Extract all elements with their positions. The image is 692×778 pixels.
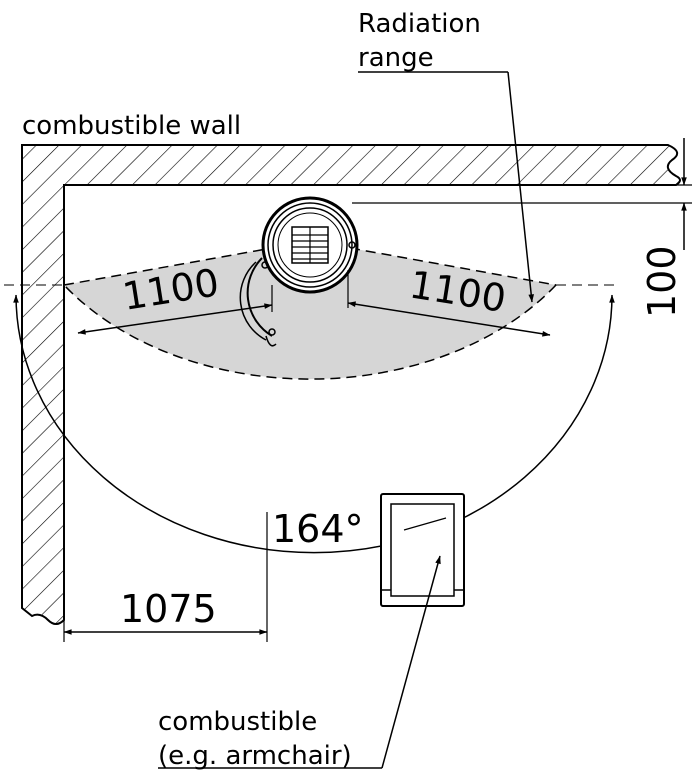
dimension-side-distance-label: 1075 [120,587,217,631]
radiation-fill [64,248,556,380]
armchair [380,493,465,607]
radiation-range-leader [358,71,534,303]
combustible-label-line2: (e.g. armchair) [158,741,352,771]
dimension-side-distance [63,512,268,642]
radiation-left-boundary [63,247,273,286]
combustible-wall-label: combustible wall [22,111,241,141]
radiation-range-label-line2: range [358,43,434,73]
stove [261,196,359,336]
combustible-label-line1: combustible [158,707,317,737]
dimension-wall-distance-label: 100 [640,245,684,318]
combustible-wall [21,144,681,625]
wall-hatch [21,144,681,625]
radiation-right-boundary [349,247,557,286]
radiation-range-label-line1: Radiation [358,9,481,39]
dimension-angle [4,284,618,554]
armchair-leader [158,555,441,769]
dimension-wall-distance [64,138,692,250]
dimension-angle-label: 164° [272,507,364,551]
